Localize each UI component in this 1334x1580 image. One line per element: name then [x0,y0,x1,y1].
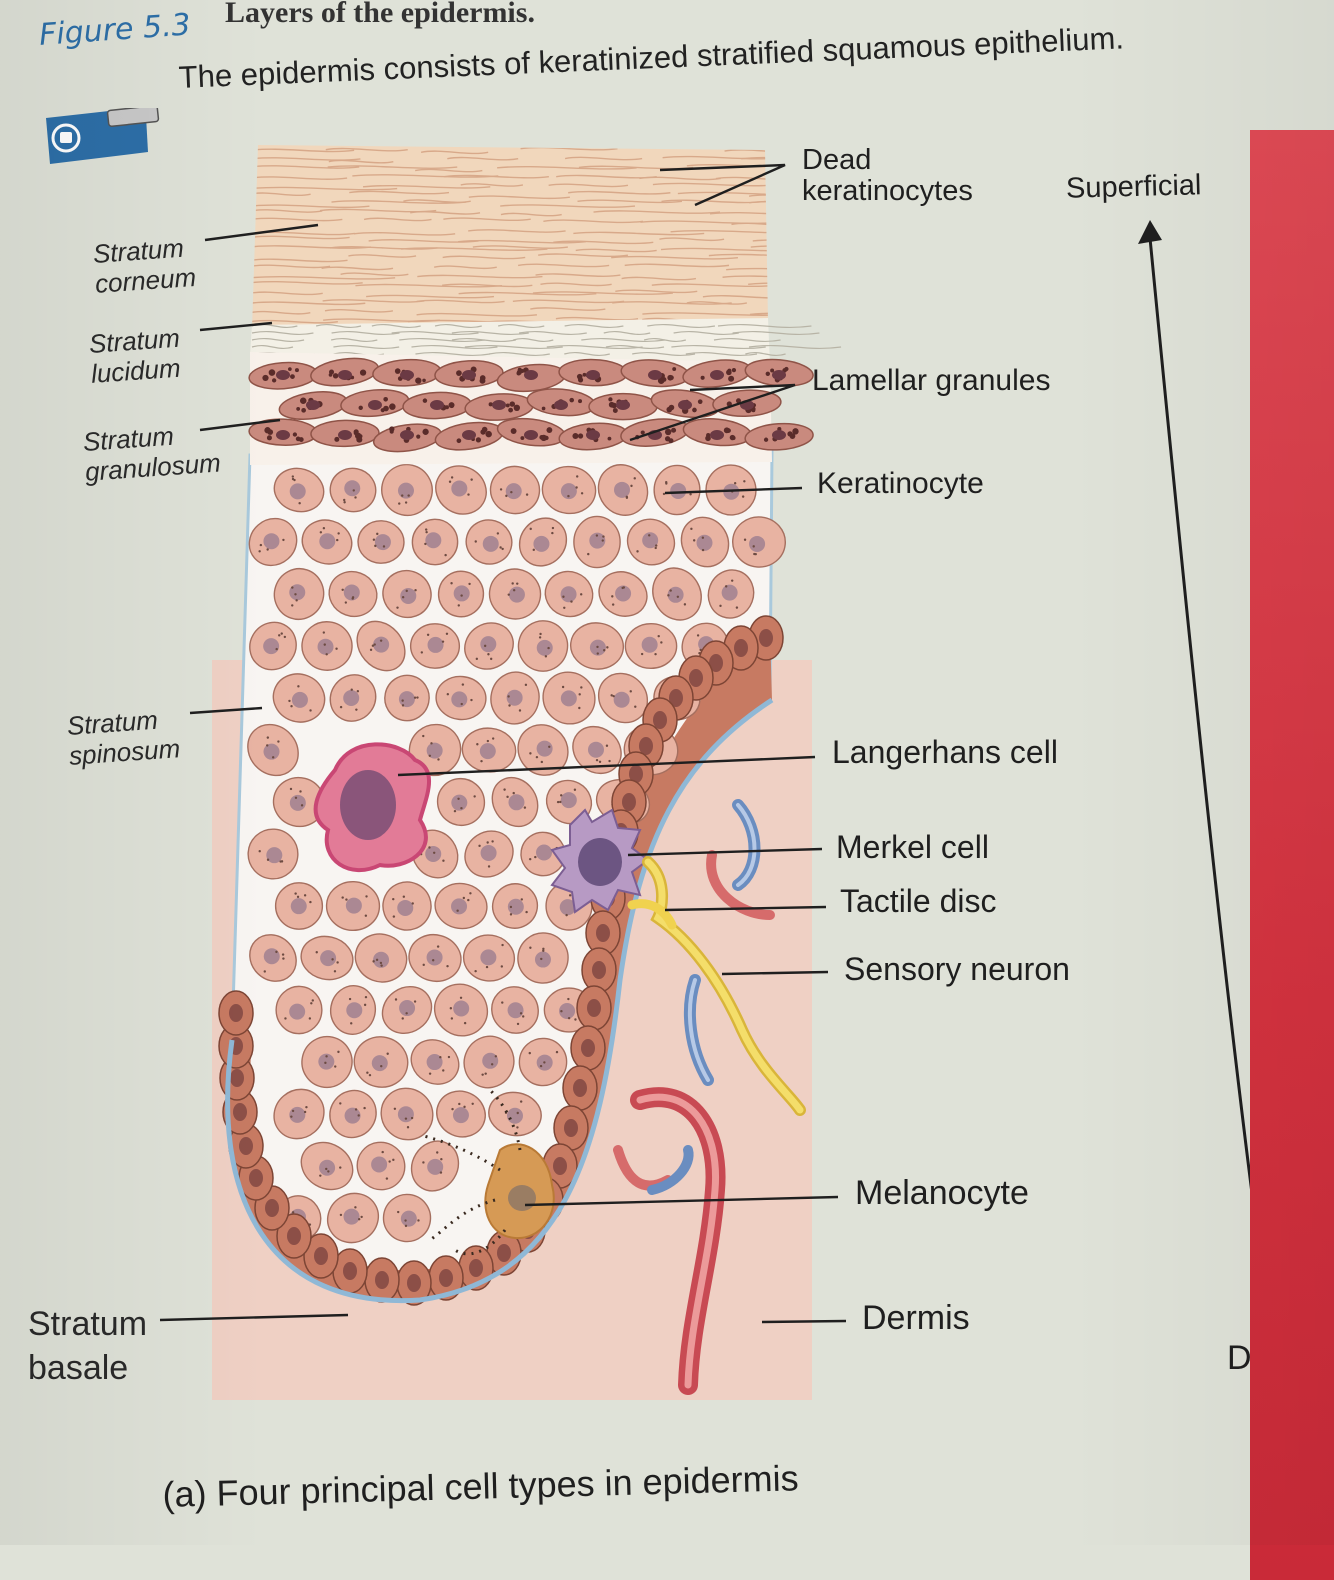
stratum-granulosum-layer [248,352,814,465]
label-superficial: Superficial [1066,170,1202,205]
label-dermis: Dermis [862,1300,970,1337]
epidermis-illustration [0,0,1334,1545]
label-merkel-cell: Merkel cell [836,830,989,865]
label-sensory-neuron: Sensory neuron [844,952,1070,987]
label-melanocyte: Melanocyte [855,1175,1029,1212]
label-lamellar-granules: Lamellar granules [812,365,1050,397]
page: Layers of the epidermis. Figure 5.3 The … [0,0,1334,1545]
label-tactile-disc: Tactile disc [840,884,997,919]
label-keratinocyte: Keratinocyte [817,468,984,500]
adjacent-figure-edge [1250,130,1334,1580]
label-langerhans-cell: Langerhans cell [832,735,1058,770]
